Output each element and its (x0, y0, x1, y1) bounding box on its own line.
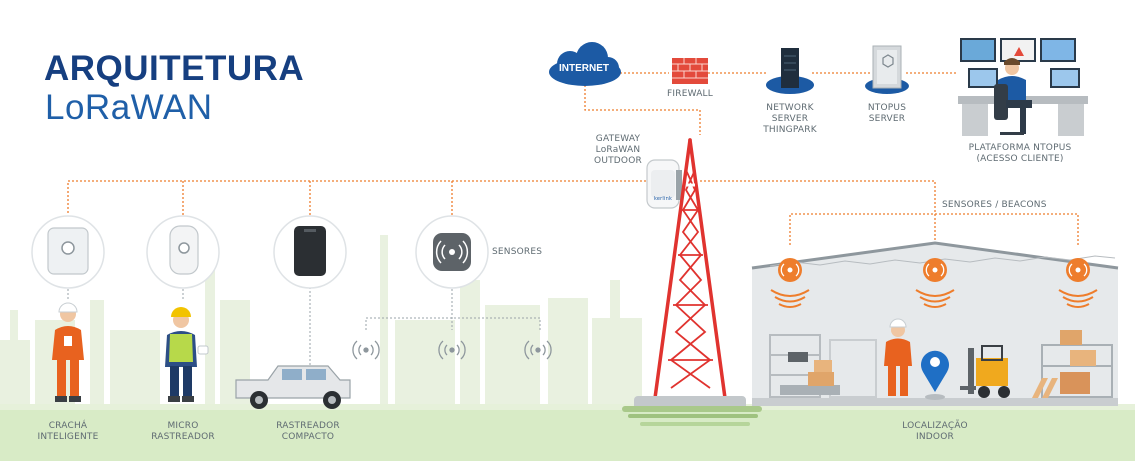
badge-device-icon (31, 215, 105, 289)
page-title: ARQUITETURA (44, 49, 305, 88)
sensor-device-icon (415, 215, 489, 289)
gateway-line1: GATEWAY (595, 134, 641, 144)
operator-workstation-icon (958, 38, 1088, 136)
ntopus-server-line1: NTOPUS (867, 103, 907, 113)
indoor-line1: LOCALIZAÇÃO (902, 421, 968, 431)
gateway-line3: OUTDOOR (594, 156, 642, 166)
device-micro-line1: MICRO (167, 421, 199, 431)
cloud-icon (549, 42, 621, 86)
connection-lines (67, 72, 1079, 245)
indoor-location-label: LOCALIZAÇÃO INDOOR (893, 421, 977, 443)
platform-line2: (ACESSO CLIENTE) (976, 154, 1064, 164)
gateway-icon (646, 159, 682, 209)
beacons-label: SENSORES / BEACONS (942, 200, 1047, 210)
network-server-line3: THINGPARK (763, 125, 817, 135)
gateway-line2: LoRaWAN (595, 145, 641, 155)
factory-background (0, 235, 642, 410)
device-micro-line2: RASTREADOR (151, 432, 215, 442)
device-label-compact-tracker: RASTREADOR COMPACTO (266, 421, 350, 443)
indoor-line2: INDOOR (916, 432, 954, 442)
compact-tracker-device-icon (273, 215, 347, 289)
device-compact-line2: COMPACTO (281, 432, 335, 442)
network-server-icon (766, 48, 814, 94)
page-subtitle: LoRaWAN (45, 88, 213, 127)
device-badge-line2: INTELIGENTE (37, 432, 99, 442)
network-server-line1: NETWORK (766, 103, 814, 113)
gateway-brand: kerlink (653, 196, 673, 202)
micro-tracker-device-icon (146, 215, 220, 289)
tower-icon (622, 138, 762, 426)
device-compact-line1: RASTREADOR (276, 421, 340, 431)
network-server-line2: SERVER (771, 114, 809, 124)
internet-label: INTERNET (559, 63, 609, 74)
firewall-icon (672, 58, 708, 84)
warehouse-icon (751, 241, 1119, 406)
device-label-badge: CRACHÁ INTELIGENTE (30, 421, 106, 443)
firewall-label: FIREWALL (667, 89, 713, 99)
ntopus-server-label: NTOPUS SERVER (850, 103, 924, 125)
network-server-label: NETWORK SERVER THINGPARK (750, 103, 830, 136)
ntopus-server-icon (865, 45, 909, 94)
pickup-truck-icon (235, 365, 351, 409)
platform-label: PLATAFORMA NTOPUS (ACESSO CLIENTE) (955, 143, 1085, 165)
field-sensor-icons (352, 340, 552, 360)
sensors-label: SENSORES (492, 247, 543, 257)
device-badge-line1: CRACHÁ (48, 421, 88, 431)
platform-line1: PLATAFORMA NTOPUS (968, 143, 1072, 153)
ground (0, 408, 1135, 461)
ntopus-server-line2: SERVER (868, 114, 906, 124)
gateway-label: GATEWAY LoRaWAN OUTDOOR (590, 134, 646, 167)
beacon-icons (770, 258, 1098, 308)
device-label-micro-tracker: MICRO RASTREADOR (145, 421, 221, 443)
worker-vest-icon (165, 307, 209, 402)
worker-orange-icon (52, 302, 84, 402)
device-connectors (67, 283, 541, 370)
